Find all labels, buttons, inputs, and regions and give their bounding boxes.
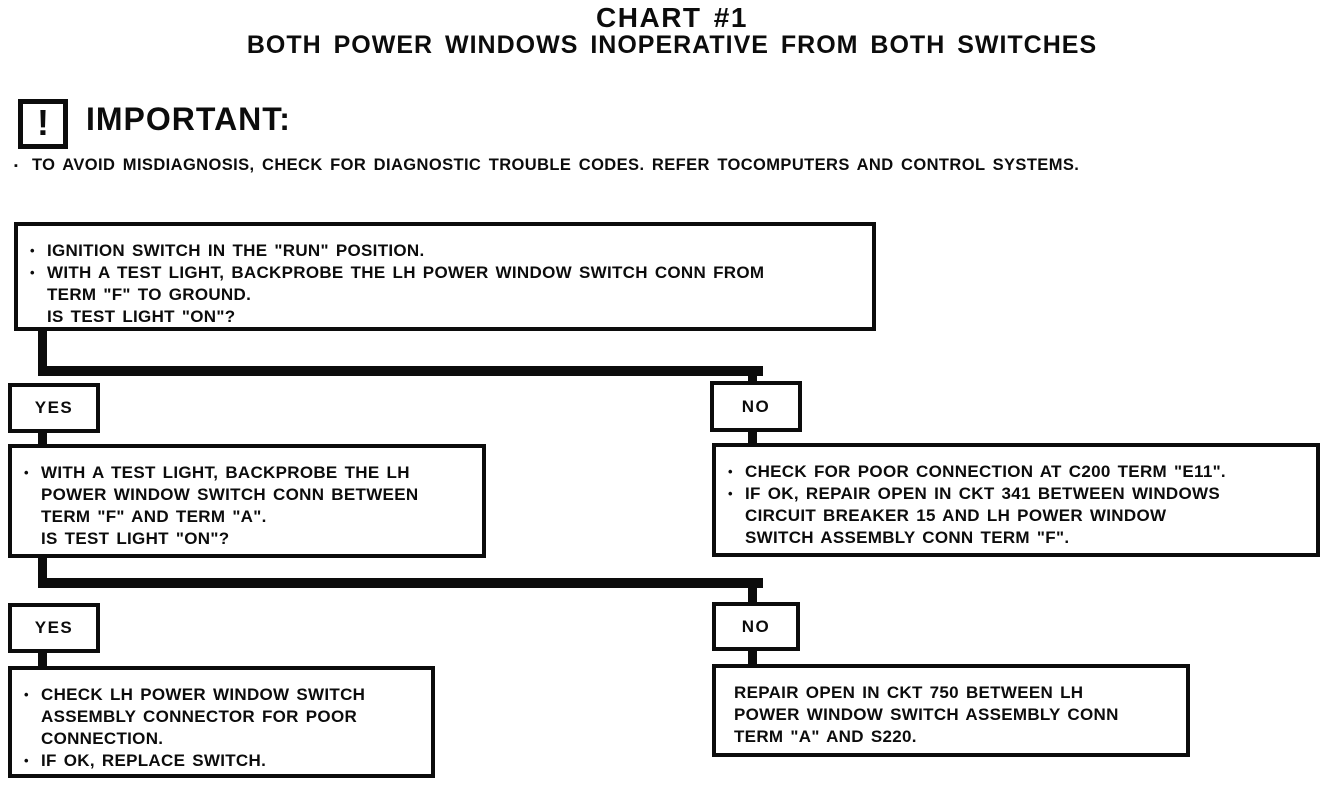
step2yes-line-1: WITH A TEST LIGHT, BACKPROBE THE LH POWE… (41, 463, 419, 548)
connector-yes1-down (38, 432, 47, 446)
flow-box-step1: • IGNITION SWITCH IN THE "RUN" POSITION.… (14, 222, 876, 331)
dot-bullet-icon: • (24, 753, 29, 768)
important-note-row: ▪ TO AVOID MISDIAGNOSIS, CHECK FOR DIAGN… (14, 156, 1334, 176)
yes-badge-1: YES (8, 383, 100, 433)
step1-line-1: IGNITION SWITCH IN THE "RUN" POSITION. (47, 241, 425, 260)
connector-branch1-no-down (748, 366, 757, 383)
connector-step2-down (38, 557, 47, 588)
step2no-line-2: IF OK, REPAIR OPEN IN CKT 341 BETWEEN WI… (745, 484, 1220, 547)
connector-branch2-horizontal (38, 578, 763, 588)
step1-bullet-row-1: • IGNITION SWITCH IN THE "RUN" POSITION. (30, 240, 860, 262)
yes-label-2: YES (34, 618, 74, 637)
flow-box-step2-no: • CHECK FOR POOR CONNECTION AT C200 TERM… (712, 443, 1320, 557)
no-badge-1: NO (710, 381, 802, 432)
dot-bullet-icon: • (728, 486, 733, 501)
step2no-line-1: CHECK FOR POOR CONNECTION AT C200 TERM "… (745, 462, 1226, 481)
step3yes-line-1: CHECK LH POWER WINDOW SWITCH ASSEMBLY CO… (41, 685, 366, 748)
step1-line-2: WITH A TEST LIGHT, BACKPROBE THE LH POWE… (47, 263, 765, 326)
dot-bullet-icon: • (24, 687, 29, 702)
step1-bullet-row-2: • WITH A TEST LIGHT, BACKPROBE THE LH PO… (30, 262, 860, 328)
connector-branch1-horizontal (38, 366, 763, 376)
square-bullet-icon: ▪ (14, 160, 19, 172)
dot-bullet-icon: • (728, 464, 733, 479)
step2yes-bullet-row-1: • WITH A TEST LIGHT, BACKPROBE THE LH PO… (24, 462, 470, 550)
step3no-text: REPAIR OPEN IN CKT 750 BETWEEN LH POWER … (734, 683, 1119, 746)
flow-box-step3-yes: • CHECK LH POWER WINDOW SWITCH ASSEMBLY … (8, 666, 435, 778)
yes-label-1: YES (34, 398, 74, 417)
exclamation-icon: ! (37, 102, 49, 143)
important-label: IMPORTANT: (86, 101, 291, 137)
page-subtitle: BOTH POWER WINDOWS INOPERATIVE FROM BOTH… (246, 31, 1098, 59)
connector-no1-down (748, 431, 757, 445)
step3yes-bullet-row-1: • CHECK LH POWER WINDOW SWITCH ASSEMBLY … (24, 684, 419, 750)
connector-step1-down (38, 330, 47, 376)
connector-yes2-down (38, 652, 47, 667)
important-warning-icon: ! (18, 99, 68, 149)
step2no-bullet-row-1: • CHECK FOR POOR CONNECTION AT C200 TERM… (728, 461, 1304, 483)
yes-badge-2: YES (8, 603, 100, 653)
no-badge-2: NO (712, 602, 800, 651)
dot-bullet-icon: • (24, 465, 29, 480)
flow-box-step2-yes: • WITH A TEST LIGHT, BACKPROBE THE LH PO… (8, 444, 486, 558)
dot-bullet-icon: • (30, 265, 35, 280)
connector-no2-down (748, 650, 757, 665)
dot-bullet-icon: • (30, 243, 35, 258)
page-title: CHART #1 (596, 2, 748, 33)
no-label-1: NO (741, 396, 771, 416)
important-note-text: TO AVOID MISDIAGNOSIS, CHECK FOR DIAGNOS… (32, 156, 1080, 174)
step2no-bullet-row-2: • IF OK, REPAIR OPEN IN CKT 341 BETWEEN … (728, 483, 1304, 549)
no-label-2: NO (741, 616, 771, 636)
connector-branch2-no-down (748, 578, 757, 604)
step3yes-bullet-row-2: • IF OK, REPLACE SWITCH. (24, 750, 419, 772)
step3yes-line-2: IF OK, REPLACE SWITCH. (41, 751, 267, 770)
flow-box-step3-no: REPAIR OPEN IN CKT 750 BETWEEN LH POWER … (712, 664, 1190, 757)
